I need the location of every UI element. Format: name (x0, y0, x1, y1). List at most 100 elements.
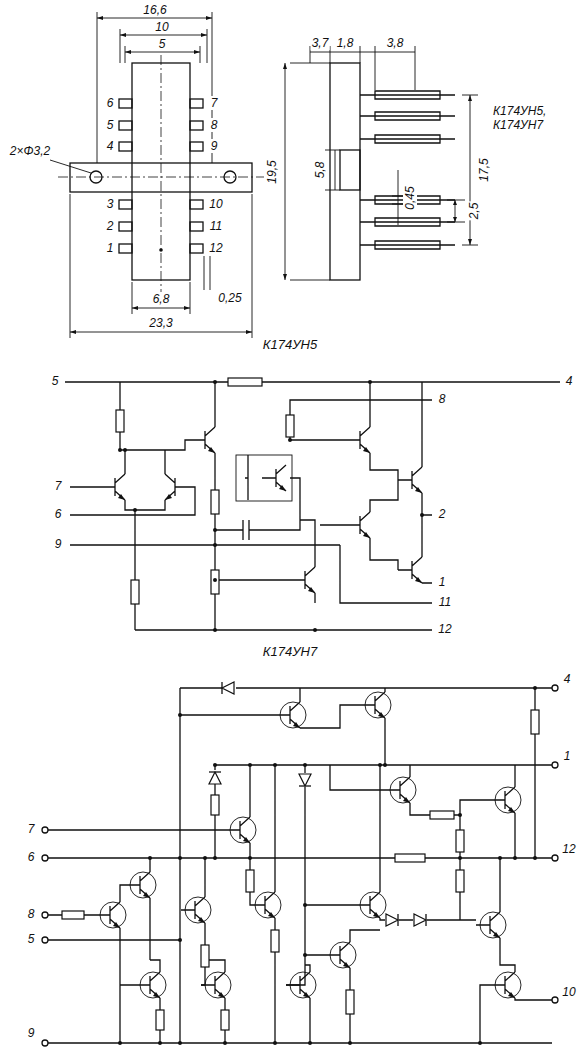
dimension-label: 11 (209, 219, 223, 233)
package-side-view (330, 63, 360, 280)
pin-number: 1 (438, 575, 447, 589)
k174un5-schematic (165, 474, 189, 500)
pin-number: 8 (27, 907, 36, 921)
package-side-view (283, 46, 478, 280)
pin-number: 12 (561, 842, 576, 856)
package-front-view (190, 200, 203, 209)
k174un7-schematic (303, 953, 307, 957)
pin-number: 12 (437, 622, 452, 636)
package-side-view (340, 150, 360, 190)
dimension-label: 3,8 (386, 36, 405, 50)
k174un7-schematic (552, 762, 558, 768)
k174un7-schematic (148, 856, 152, 860)
package-front-view (190, 142, 203, 151)
dimension-label: 1 (106, 241, 115, 255)
k174un5-schematic (131, 580, 139, 604)
pin-number: 8 (438, 392, 447, 406)
pin-number: 5 (27, 932, 36, 946)
k174un5-schematic (118, 380, 424, 632)
k174un7-schematic (178, 856, 182, 860)
k174un7-schematic (478, 1041, 482, 1045)
k174un7-schematic (458, 856, 462, 860)
k174un7-schematic (348, 1041, 352, 1045)
k174un5-schematic (398, 467, 422, 493)
package-front-view (119, 200, 132, 209)
pin-number: 11 (438, 595, 452, 609)
k174un7-schematic (271, 930, 279, 952)
package-front-view (119, 121, 132, 130)
k174un7-schematic (326, 942, 356, 968)
k174un5-schematic (211, 490, 219, 514)
dimension-label: 8 (210, 118, 219, 132)
k174un5-schematic (243, 520, 249, 540)
dimension-label: 5 (158, 37, 167, 51)
k174un7-schematic (178, 938, 182, 942)
schematic-caption: К174УН7 (262, 645, 318, 659)
k174un7-schematic (430, 811, 454, 819)
k174un7-schematic (42, 937, 48, 943)
k174un7-schematic (491, 972, 521, 998)
k174un5-schematic (65, 378, 560, 632)
k174un7-schematic (201, 972, 231, 998)
k174un7-schematic (395, 854, 425, 862)
k174un5-schematic (213, 578, 217, 582)
package-front-view (190, 244, 203, 253)
k174un7-schematic (201, 945, 209, 967)
k174un5-schematic (133, 508, 137, 512)
k174un7-schematic (513, 856, 517, 860)
k174un7-schematic (221, 1010, 229, 1030)
package-side-view (285, 46, 478, 280)
pin-number: 6 (54, 507, 63, 521)
dimension-label: 10 (208, 197, 223, 211)
k174un7-schematic (273, 763, 277, 767)
k174un5-schematic (288, 438, 292, 442)
k174un7-schematic (178, 713, 182, 717)
package-front-view (119, 99, 203, 253)
k174un5-schematic (236, 455, 292, 501)
k174un7-schematic (203, 856, 207, 860)
k174un7-schematic (211, 795, 219, 815)
k174un7-schematic (248, 763, 252, 767)
dimension-label: 12 (208, 241, 223, 255)
k174un7-schematic (498, 856, 502, 860)
dimension-lines (97, 12, 212, 163)
dimension-label: 1,8 (336, 36, 355, 50)
type-note: К174УН5, К174УН7 (492, 104, 574, 132)
dimension-label: 3 (106, 197, 115, 211)
pin-number: 7 (54, 479, 63, 493)
dimension-label: 3,7 (311, 36, 330, 50)
k174un7-schematic (158, 1041, 162, 1045)
package-front-view (119, 244, 132, 253)
pin-number: 4 (563, 672, 572, 686)
dimension-label: 0,25 (217, 291, 242, 305)
package-front-view (190, 99, 203, 108)
pin-number: 6 (27, 850, 36, 864)
k174un7-schematic (209, 772, 221, 784)
k174un5-schematic (118, 448, 122, 452)
k174un5-schematic (213, 380, 217, 384)
k174un5-schematic (213, 543, 217, 547)
k174un7-schematic (42, 912, 48, 918)
package-front-view (58, 55, 264, 292)
k174un5-schematic (211, 570, 219, 594)
pin-number: 4 (565, 374, 574, 388)
k174un7-schematic (303, 763, 307, 767)
k174un7-schematic (491, 787, 521, 813)
dimension-label: 16,6 (142, 3, 167, 17)
dimension-label: 5 (106, 118, 115, 132)
package-front-view (119, 222, 132, 231)
k174un7-schematic (251, 892, 281, 918)
k174un7-schematic (456, 870, 464, 892)
k174un5-schematic (101, 474, 125, 500)
dimension-label: 6,8 (152, 292, 171, 306)
k174un5-schematic (191, 427, 215, 453)
k174un7-schematic (552, 997, 558, 1003)
dimension-label: 10 (154, 20, 169, 34)
k174un5-schematic (213, 528, 217, 532)
package-front-view (190, 121, 203, 130)
k174un7-schematic (533, 686, 537, 690)
k174un7-schematic (223, 1041, 227, 1045)
k174un7-schematic (361, 692, 391, 718)
k174un5-schematic (65, 382, 560, 630)
k174un7-schematic (226, 817, 256, 843)
